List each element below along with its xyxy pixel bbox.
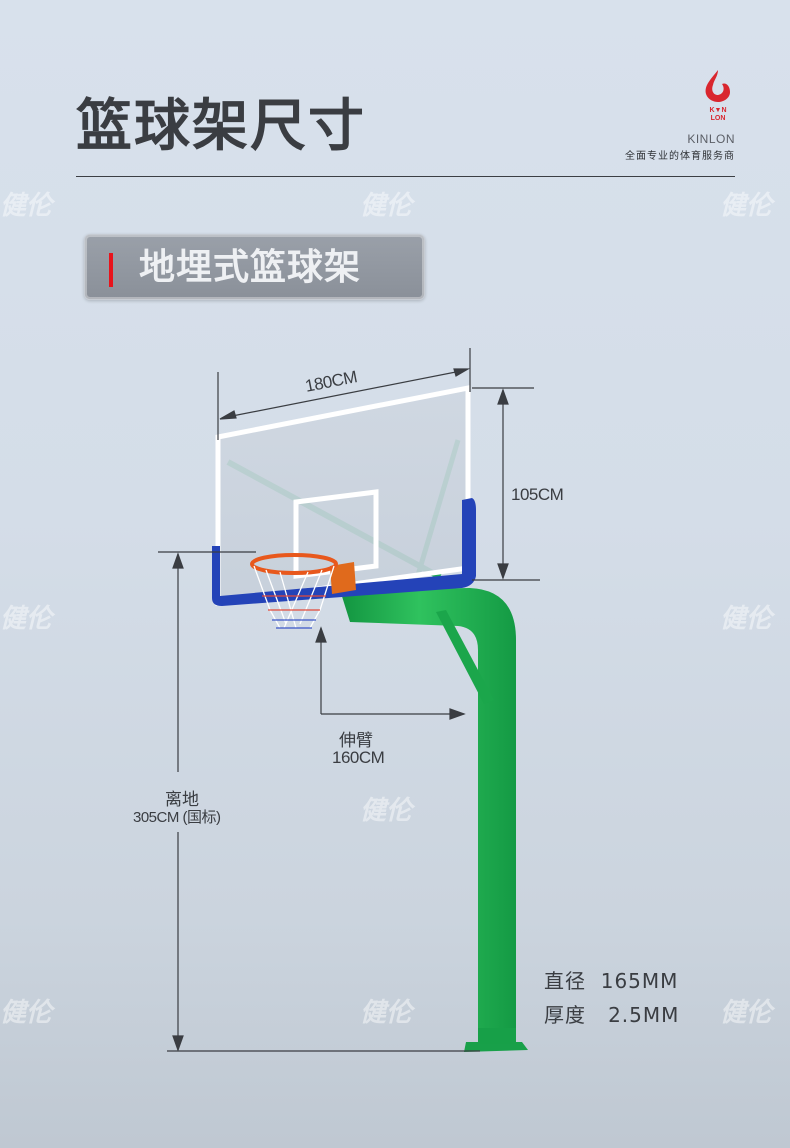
spec-value: 165MM — [600, 969, 679, 993]
backboard-height-label: 105CM — [511, 485, 564, 504]
pole — [340, 588, 516, 1040]
brand-name: KINLON — [687, 132, 735, 146]
svg-text:LON: LON — [711, 115, 726, 122]
spec-thickness: 厚度 2.5MM — [544, 999, 679, 1028]
watermark: 健伦 — [360, 796, 413, 826]
backboard-padding — [212, 498, 476, 606]
watermark: 健伦 — [0, 191, 53, 221]
accent-bar — [109, 253, 113, 287]
rim-height-value: 305CM (国标) — [133, 809, 221, 826]
watermark: 健伦 — [720, 191, 773, 221]
watermark: 健伦 — [360, 998, 413, 1028]
watermark: 健伦 — [360, 191, 413, 221]
arm-length-value: 160CM — [332, 748, 385, 767]
svg-text:K▼N: K▼N — [709, 107, 726, 114]
spec-diameter: 直径 165MM — [544, 965, 678, 994]
watermark: 健伦 — [720, 998, 773, 1028]
page-title: 篮球架尺寸 — [76, 94, 366, 159]
watermark: 健伦 — [720, 604, 773, 634]
flame-icon: K▼N LON — [705, 70, 730, 122]
rim-height-label: 离地 — [165, 790, 199, 810]
arm-length-label: 伸臂 — [339, 731, 373, 751]
kinlon-logo: K▼N LON — [700, 68, 736, 124]
spec-value: 2.5MM — [608, 1003, 680, 1027]
brand-slogan: 全面专业的体育服务商 — [625, 151, 735, 162]
spec-label: 直径 — [544, 969, 586, 993]
watermark: 健伦 — [0, 604, 53, 634]
spec-label: 厚度 — [544, 1003, 586, 1027]
rim — [250, 553, 338, 575]
section-badge: 地埋式篮球架 — [84, 234, 425, 300]
title-divider — [76, 176, 735, 177]
section-label: 地埋式篮球架 — [139, 247, 362, 288]
watermark: 健伦 — [0, 998, 53, 1028]
